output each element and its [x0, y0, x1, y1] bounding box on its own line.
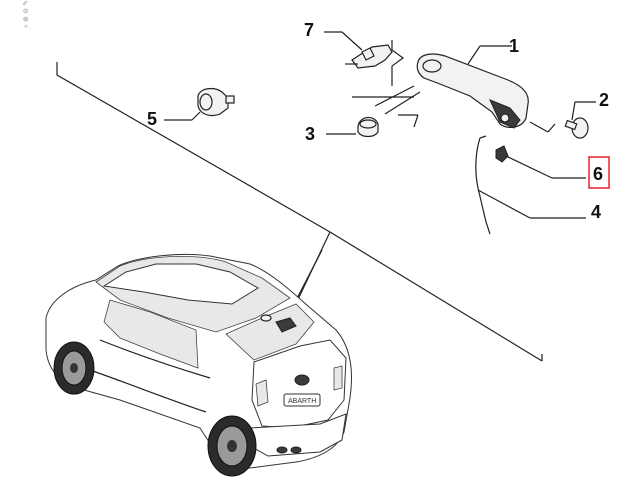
part-1-door-handle [416, 53, 529, 129]
callout-4: 4 [591, 202, 601, 222]
callout-1: 1 [509, 36, 519, 56]
bracket-line-right-b [547, 123, 556, 133]
leader-1b [467, 45, 481, 65]
part-7-bracket [345, 44, 393, 69]
frame-line-left [56, 62, 331, 233]
viewer-toolbar-watermark: ⌕ ⊕ ⊖ ✎ [22, 0, 30, 28]
leader-7b [341, 31, 363, 51]
car-handle-location-marker [275, 317, 297, 333]
bracket-line-right [529, 121, 549, 133]
leader-line-handle-a [374, 85, 415, 107]
car-illustration: ABARTH [45, 254, 352, 477]
frame-line-right [329, 231, 543, 362]
bracket-line-vertical [391, 40, 405, 86]
leader-line-handle-b [384, 91, 421, 115]
leader-4 [477, 189, 531, 219]
callout-6: 6 [593, 164, 603, 184]
callout-3: 3 [305, 124, 315, 144]
callout-2: 2 [599, 90, 609, 110]
part-3-grommet [357, 116, 379, 138]
callout-7: 7 [304, 20, 314, 40]
callout-5: 5 [147, 109, 157, 129]
part-4-rod [475, 135, 491, 235]
part-5-plug [197, 87, 235, 117]
callout-6-highlight-box [588, 156, 610, 189]
leader-6 [505, 155, 553, 179]
leader-2b [571, 101, 576, 121]
car-rear-wheel [207, 415, 257, 477]
car-front-wheel [53, 341, 95, 395]
part-6-clip [495, 145, 509, 163]
car-badge: ABARTH [288, 398, 316, 405]
leader-5b [191, 111, 201, 121]
part-2-screw [564, 117, 589, 139]
bracket-line-mid-tick [413, 114, 419, 128]
